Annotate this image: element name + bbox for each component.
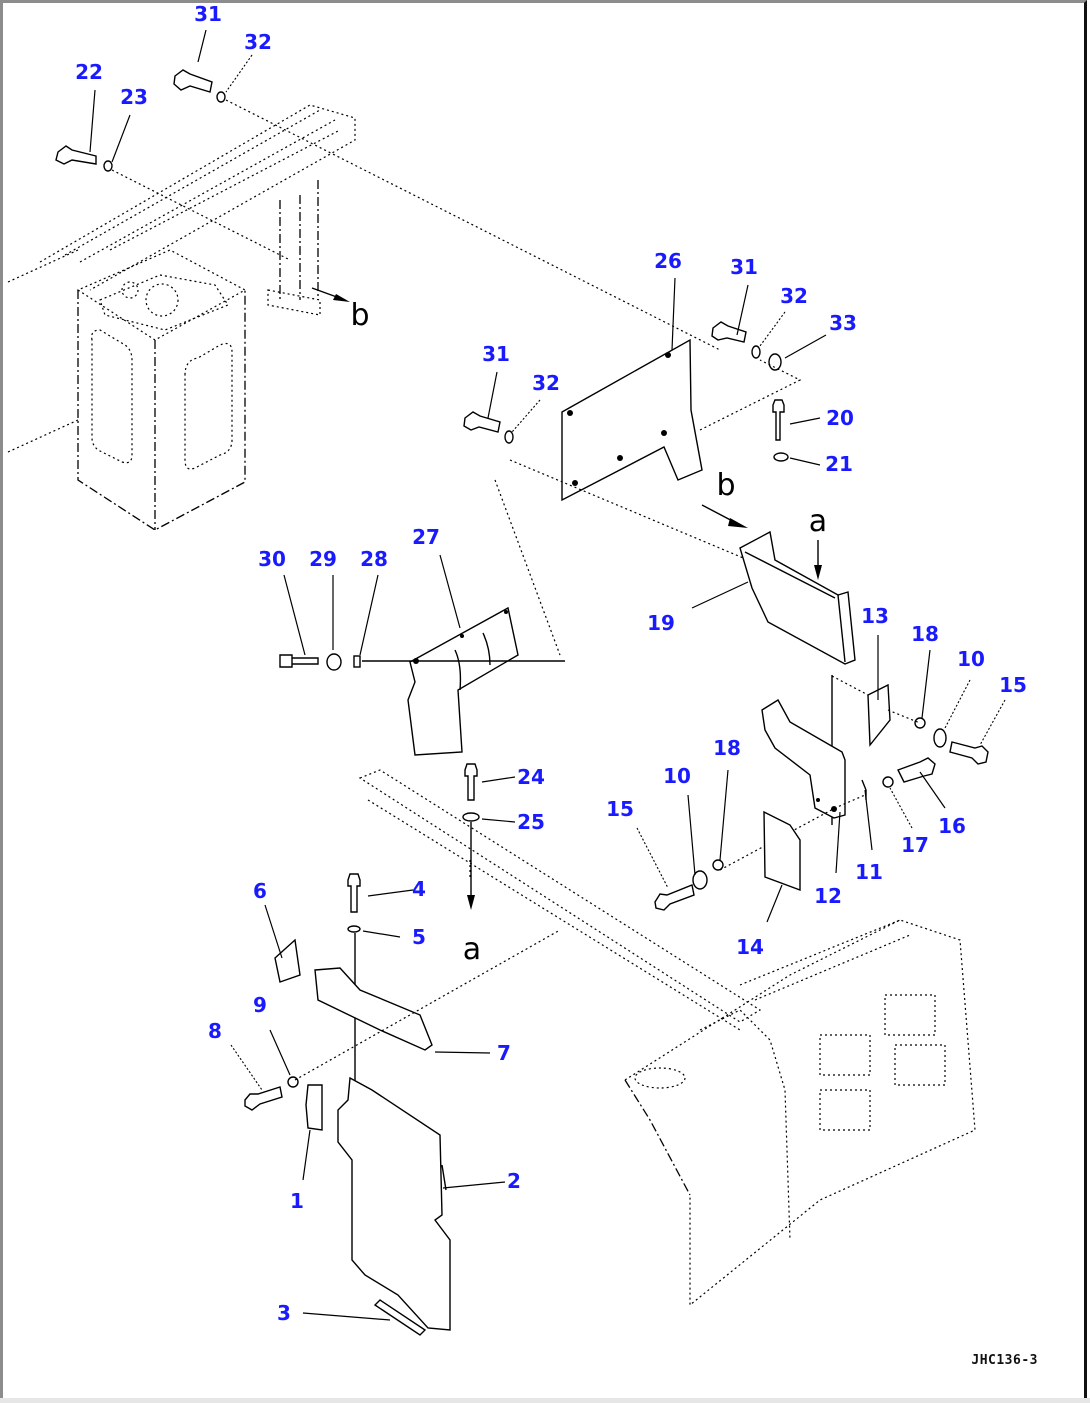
callout-5: 5	[412, 925, 426, 949]
callout-32: 32	[780, 284, 808, 308]
callout-23: 23	[120, 85, 148, 109]
callout-15: 15	[606, 797, 634, 821]
cover-26	[561, 338, 703, 502]
callout-21: 21	[825, 452, 853, 476]
callout-30: 30	[258, 547, 286, 571]
washer-21	[773, 452, 789, 462]
callout-9: 9	[253, 993, 267, 1017]
washer-9	[287, 1076, 299, 1088]
callout-16: 16	[938, 814, 966, 838]
washer-23	[103, 160, 113, 172]
callout-2: 2	[507, 1169, 521, 1193]
callout-26: 26	[654, 249, 682, 273]
view-marker-b: b	[350, 298, 370, 333]
nut-18-right	[914, 717, 926, 729]
bolt-24	[464, 763, 478, 801]
lower-frame-rail	[358, 769, 762, 1031]
callout-8: 8	[208, 1019, 222, 1043]
washer-10-right	[933, 728, 947, 748]
plate-13	[867, 683, 891, 747]
washer-32-mid	[504, 430, 514, 444]
callout-27: 27	[412, 525, 440, 549]
view-marker-b: b	[716, 468, 736, 503]
callout-31: 31	[730, 255, 758, 279]
callout-31: 31	[194, 2, 222, 26]
callout-12: 12	[814, 884, 842, 908]
callout-19: 19	[647, 611, 675, 635]
part-6	[274, 938, 301, 983]
callout-28: 28	[360, 547, 388, 571]
callout-14: 14	[736, 935, 764, 959]
engine-hood-housing	[624, 919, 976, 1307]
washer-29	[326, 653, 342, 671]
bolt-8	[244, 1086, 283, 1111]
bolt-31-right	[711, 321, 747, 343]
panel-2	[337, 1076, 451, 1331]
washer-25	[462, 812, 480, 822]
bolt-30	[279, 654, 319, 668]
bracket-7	[314, 967, 433, 1051]
nut-18-left	[712, 859, 724, 871]
bolt-4	[347, 873, 361, 913]
plate-27	[407, 606, 519, 756]
callout-15: 15	[999, 673, 1027, 697]
callout-6: 6	[253, 879, 267, 903]
callout-1: 1	[290, 1189, 304, 1213]
washer-33	[768, 353, 782, 371]
callout-32: 32	[244, 30, 272, 54]
callout-11: 11	[855, 860, 883, 884]
washer-32-right	[751, 345, 761, 359]
bolt-15-right	[949, 741, 989, 765]
part-3	[373, 1299, 427, 1336]
frame-bottom-edge	[0, 1398, 1090, 1403]
callout-31: 31	[482, 342, 510, 366]
callout-7: 7	[497, 1041, 511, 1065]
washer-5	[347, 925, 361, 933]
callout-3: 3	[277, 1301, 291, 1325]
callout-25: 25	[517, 810, 545, 834]
callout-29: 29	[309, 547, 337, 571]
washer-17	[882, 776, 894, 788]
callout-4: 4	[412, 877, 426, 901]
view-marker-a: a	[462, 932, 482, 967]
bolt-16	[897, 757, 936, 783]
callout-18: 18	[713, 736, 741, 760]
callout-33: 33	[829, 311, 857, 335]
nut-28	[353, 655, 361, 668]
leader-lines	[89, 29, 1006, 1321]
bolt-31-top	[173, 69, 213, 93]
callout-18: 18	[911, 622, 939, 646]
callout-13: 13	[861, 604, 889, 628]
callout-20: 20	[826, 406, 854, 430]
bolt-22	[55, 145, 97, 165]
callout-32: 32	[532, 371, 560, 395]
bracket-19	[739, 530, 856, 665]
callout-17: 17	[901, 833, 929, 857]
upper-frame-rail	[39, 104, 356, 316]
callout-10: 10	[663, 764, 691, 788]
bolt-15-left	[654, 884, 695, 911]
bolt-20	[772, 399, 785, 441]
callout-24: 24	[517, 765, 545, 789]
bolt-31-mid	[463, 411, 501, 433]
callout-22: 22	[75, 60, 103, 84]
washer-10-left	[692, 870, 708, 890]
part-1	[305, 1084, 323, 1131]
plate-14	[763, 810, 801, 892]
drawing-reference-code: JHC136-3	[971, 1353, 1038, 1368]
callout-10: 10	[957, 647, 985, 671]
hydraulic-tank	[7, 249, 247, 531]
washer-32-top	[216, 91, 226, 103]
view-marker-a: a	[808, 504, 828, 539]
